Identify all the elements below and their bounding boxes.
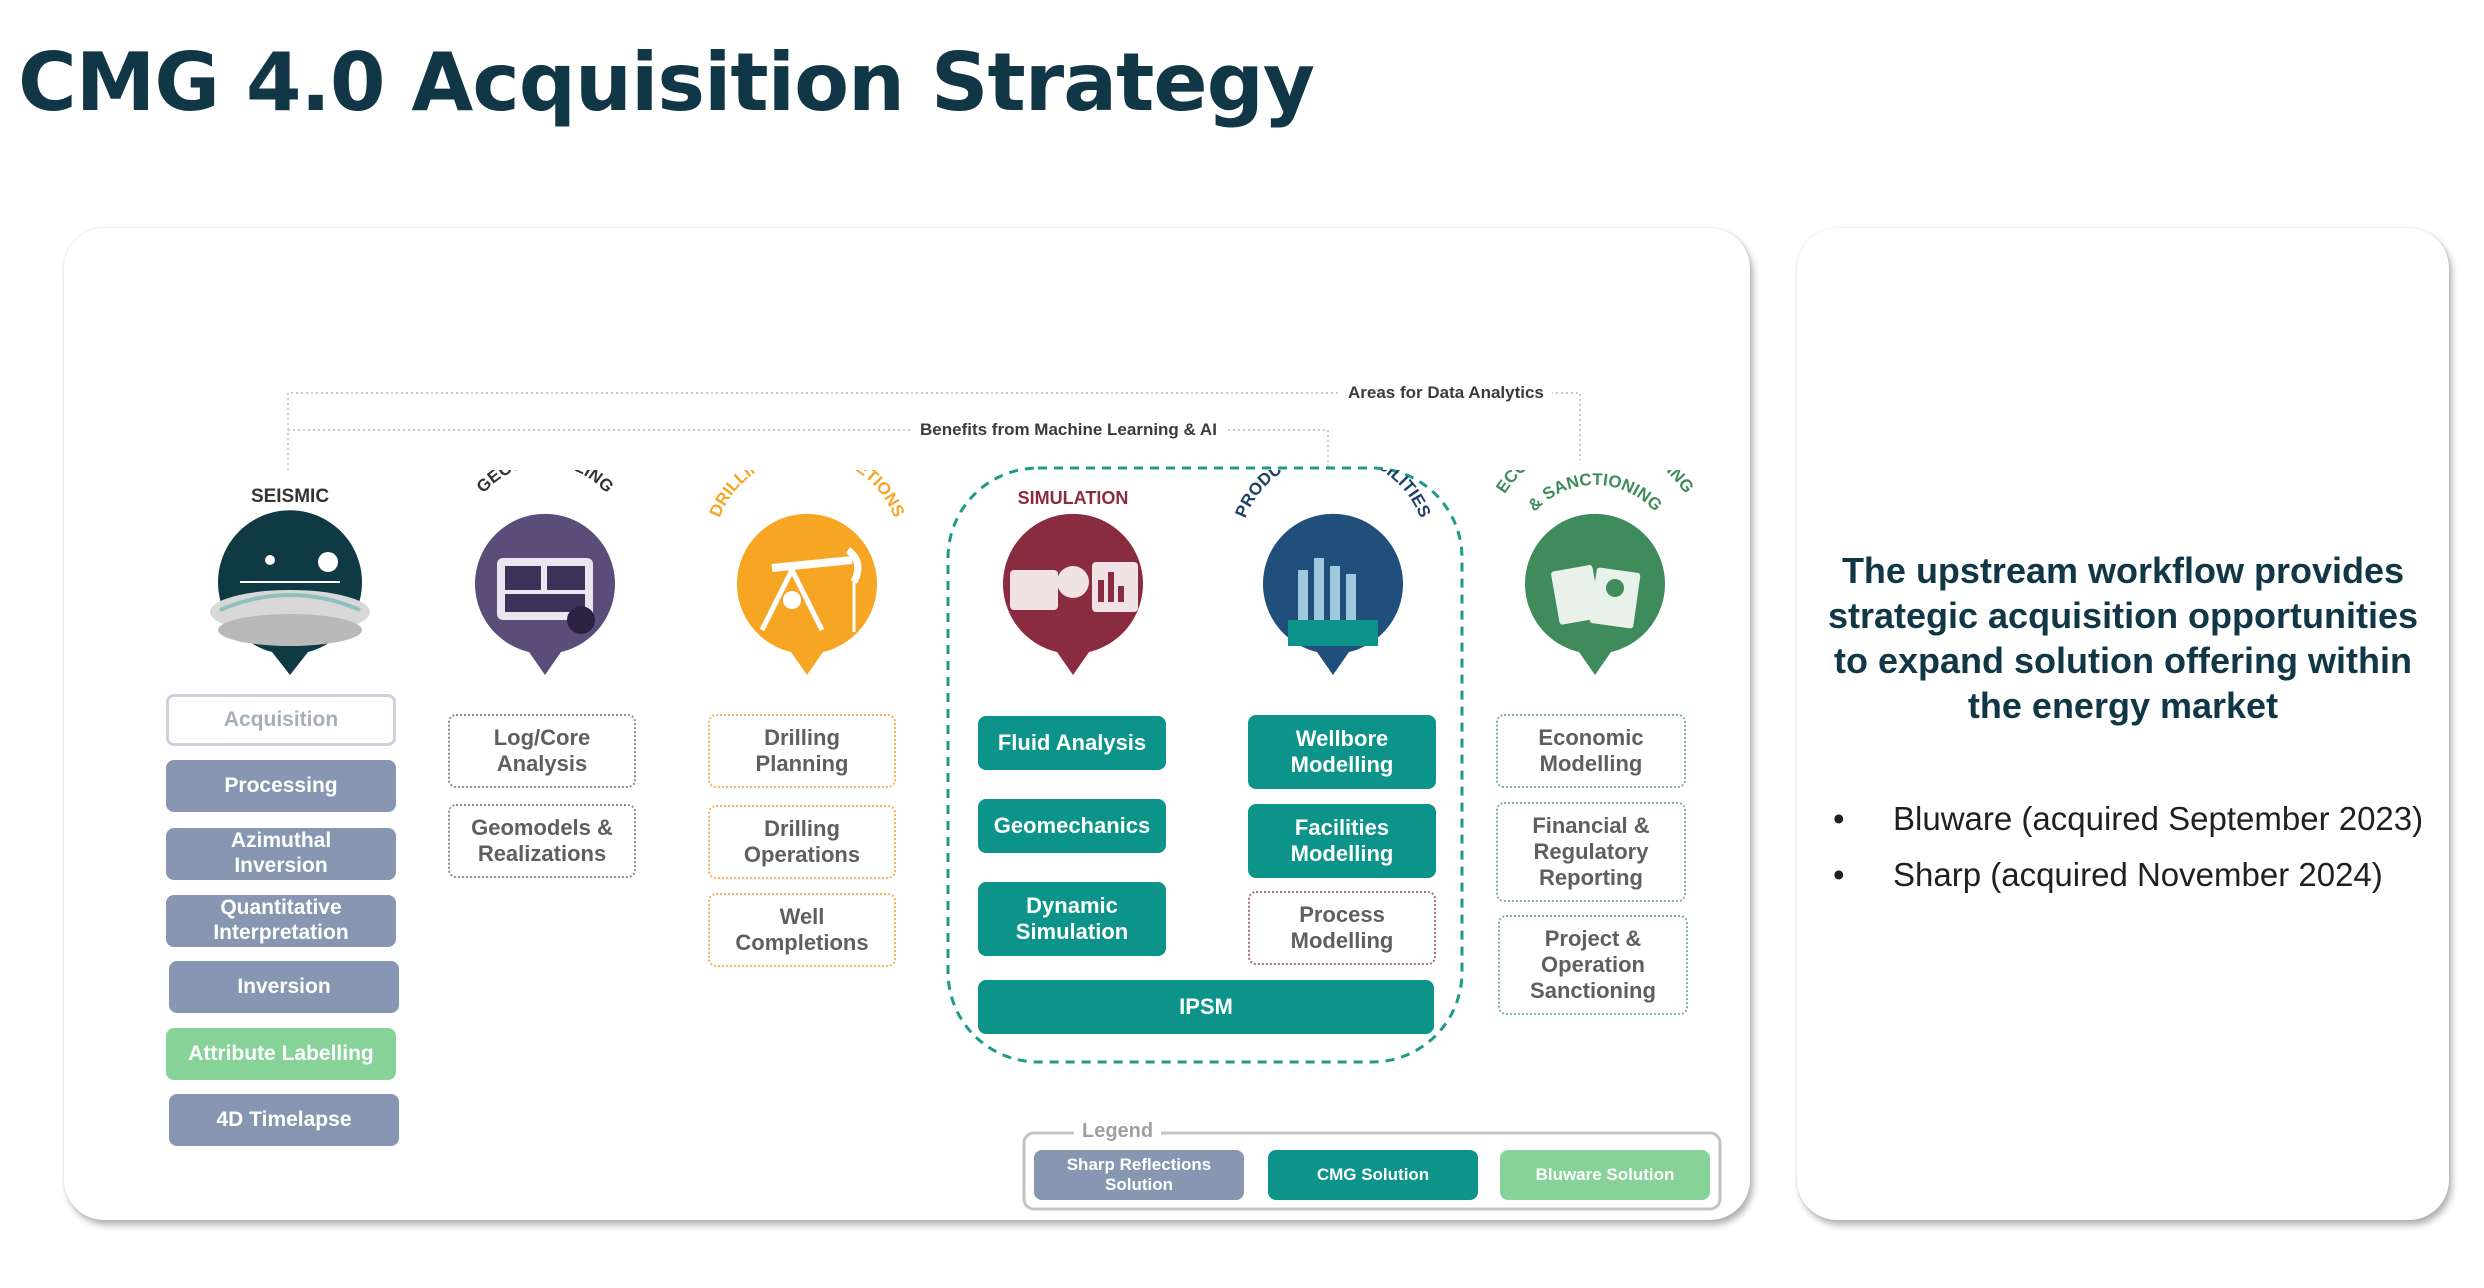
- seismic-processing: Processing: [166, 760, 396, 812]
- drilling-operations: Drilling Operations: [708, 805, 896, 879]
- drilling-planning: Drilling Planning: [708, 714, 896, 788]
- seismic-4d-timelapse: 4D Timelapse: [169, 1094, 399, 1146]
- side-heading: The upstream workflow provides strategic…: [1827, 550, 2419, 726]
- geo-geomodels-realizations: Geomodels & Realizations: [448, 804, 636, 878]
- econ-project-operation-sanctioning: Project & Operation Sanctioning: [1498, 915, 1688, 1015]
- summary-card: [1797, 228, 2449, 1220]
- well-completions: Well Completions: [708, 893, 896, 967]
- simulation-emblem: SIMULATION: [1003, 488, 1143, 675]
- econ-financial-regulatory-reporting: Financial & Regulatory Reporting: [1496, 802, 1686, 902]
- seismic-attribute-labelling: Attribute Labelling: [166, 1028, 396, 1080]
- economics-title-line2: & SANCTIONING: [1524, 470, 1666, 515]
- econ-economic-modelling: Economic Modelling: [1496, 714, 1686, 788]
- page-title: CMG 4.0 Acquisition Strategy: [18, 36, 1315, 129]
- acquisition-list: •Bluware (acquired September 2023) •Shar…: [1833, 800, 2423, 912]
- seismic-emblem: SEISMIC: [210, 486, 370, 675]
- legend-sharp-reflections: Sharp Reflections Solution: [1034, 1150, 1244, 1200]
- prod-wellbore-modelling: Wellbore Modelling: [1248, 715, 1436, 789]
- bullet-sharp: Sharp (acquired November 2024): [1893, 856, 2383, 893]
- production-emblem: PRODUCTION & FACILITIES: [1231, 470, 1435, 675]
- geomodelling-title: GEOMODELLING: [473, 470, 618, 496]
- data-analytics-label: Areas for Data Analytics: [1340, 383, 1552, 403]
- seismic-azimuthal-inversion: Azimuthal Inversion: [166, 828, 396, 880]
- seismic-inversion: Inversion: [169, 961, 399, 1013]
- prod-facilities-modelling: Facilities Modelling: [1248, 804, 1436, 878]
- legend-cmg-solution: CMG Solution: [1268, 1150, 1478, 1200]
- sim-geomechanics: Geomechanics: [978, 799, 1166, 853]
- legend-bluware-solution: Bluware Solution: [1500, 1150, 1710, 1200]
- list-item: •Sharp (acquired November 2024): [1833, 856, 2383, 893]
- sim-fluid-analysis: Fluid Analysis: [978, 716, 1166, 770]
- economics-emblem: ECONOMICS, REPORTING & SANCTIONING: [1492, 470, 1698, 675]
- drilling-title: DRILLING & COMPLETIONS: [706, 470, 909, 520]
- seismic-title: SEISMIC: [251, 486, 329, 507]
- prod-process-modelling: Process Modelling: [1248, 891, 1436, 965]
- legend-title: Legend: [1074, 1120, 1162, 1143]
- geomodelling-emblem: GEOMODELLING: [473, 470, 618, 675]
- production-title: PRODUCTION & FACILITIES: [1231, 470, 1434, 520]
- geo-log-core-analysis: Log/Core Analysis: [448, 714, 636, 788]
- bullet-bluware: Bluware (acquired September 2023): [1893, 800, 2424, 837]
- list-item: •Bluware (acquired September 2023): [1833, 800, 2424, 837]
- simulation-title: SIMULATION: [1018, 488, 1129, 508]
- seismic-quantitative-interpretation: Quantitative Interpretation: [166, 895, 396, 947]
- ml-ai-label: Benefits from Machine Learning & AI: [912, 420, 1225, 440]
- drilling-emblem: DRILLING & COMPLETIONS: [706, 470, 909, 675]
- sim-dynamic-simulation: Dynamic Simulation: [978, 882, 1166, 956]
- ipsm-bar: IPSM: [978, 980, 1434, 1034]
- seismic-acquisition: Acquisition: [166, 694, 396, 746]
